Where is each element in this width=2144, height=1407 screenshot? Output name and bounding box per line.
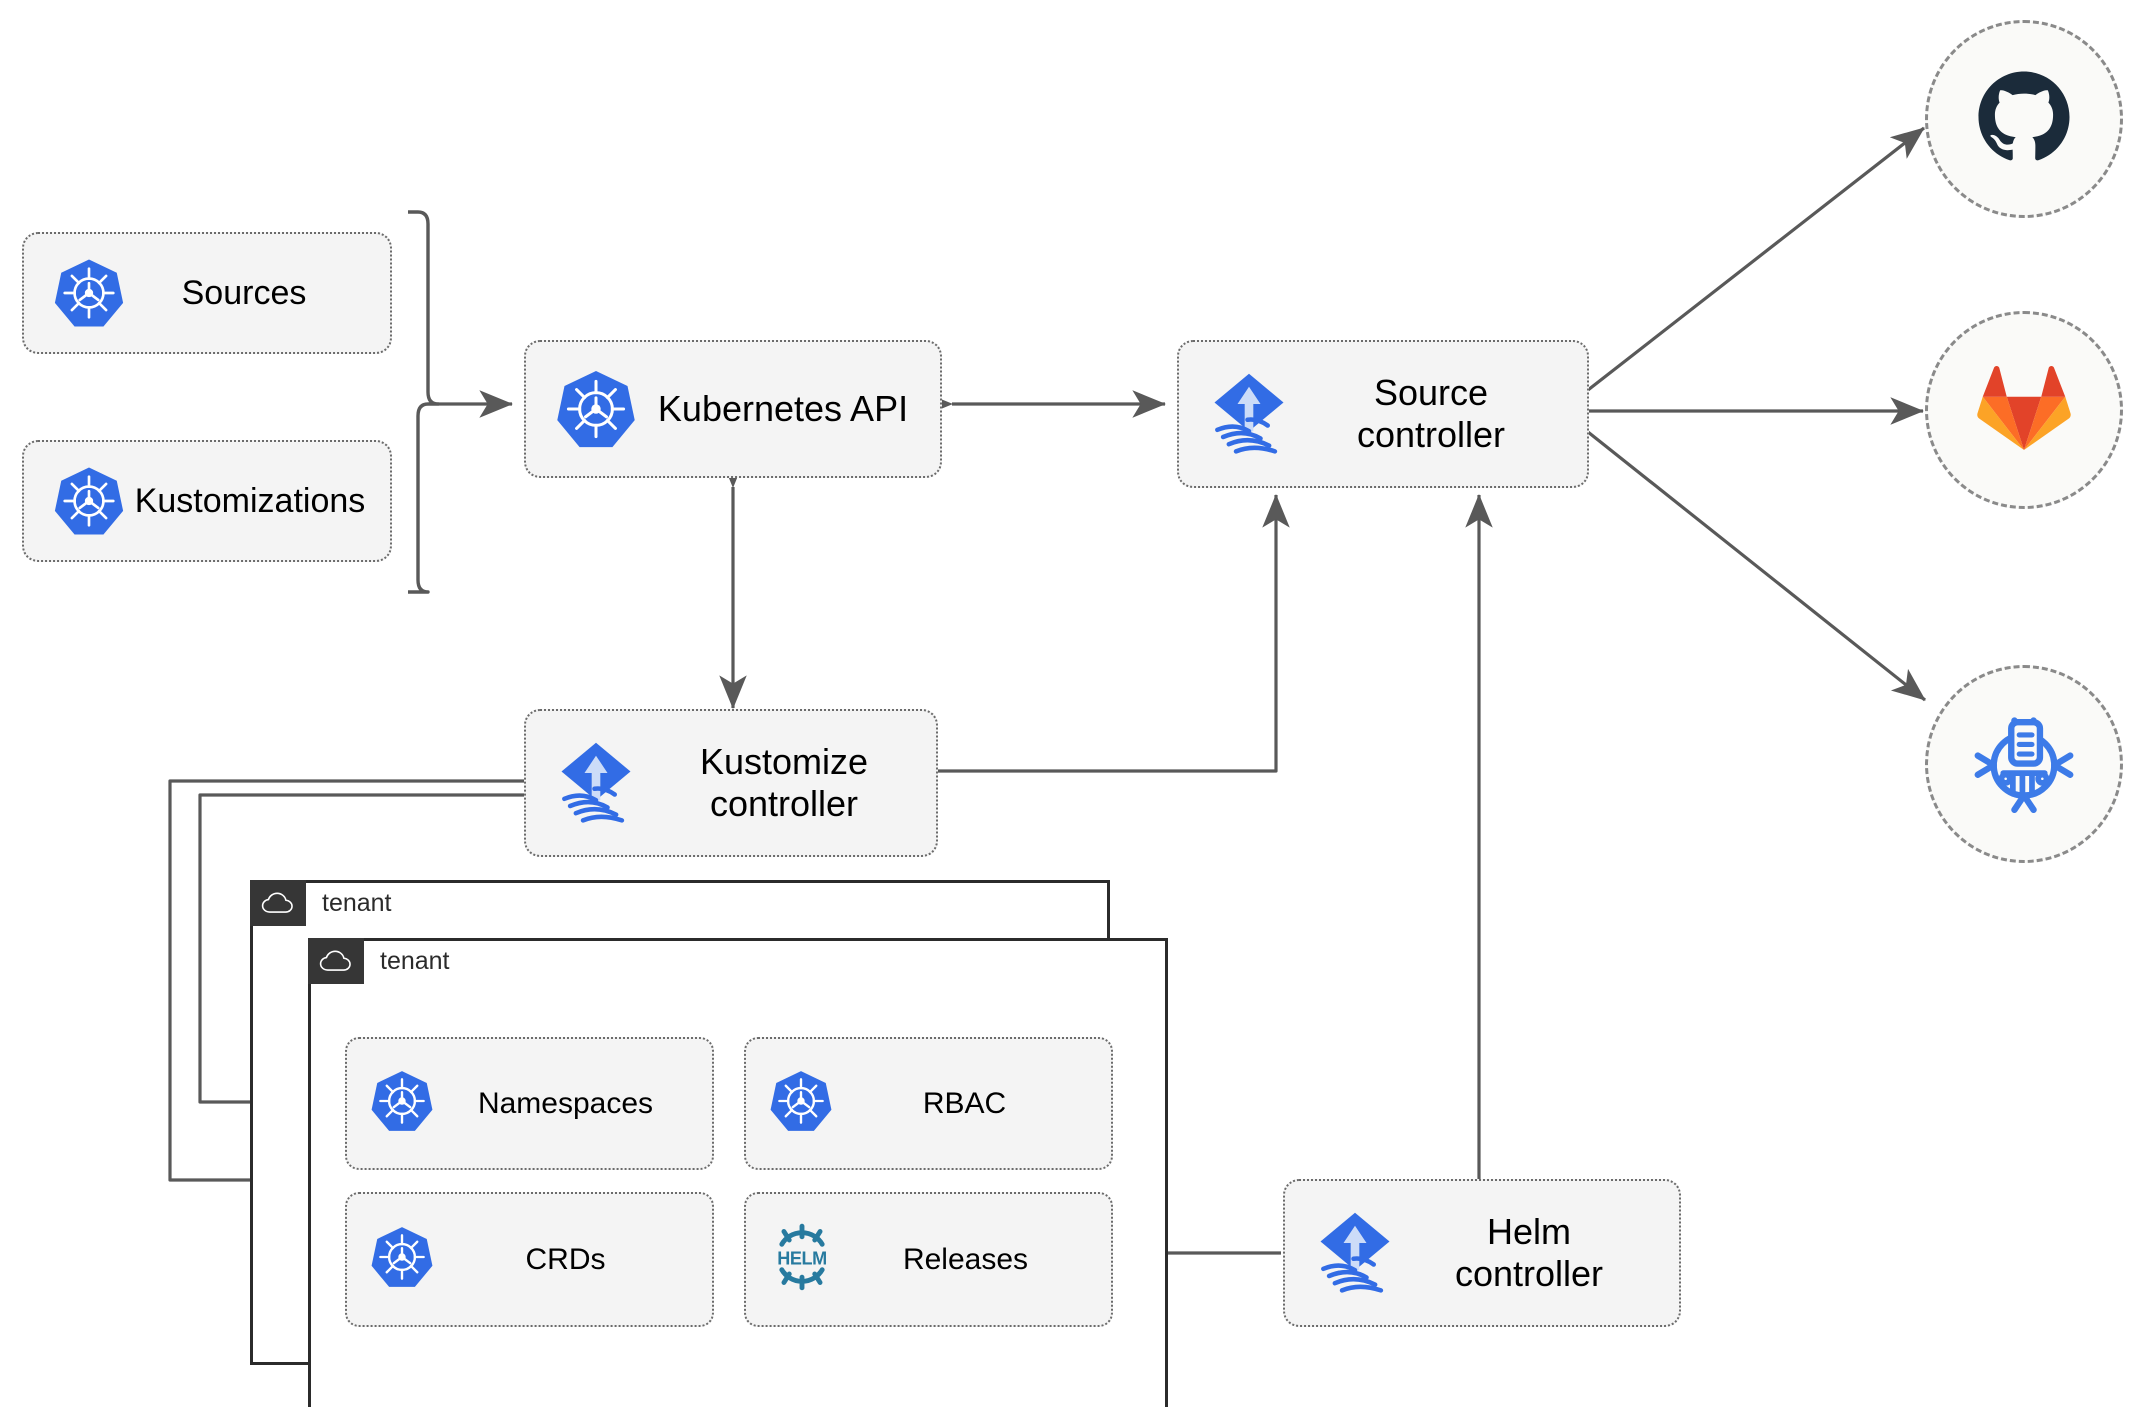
cloud-icon bbox=[250, 880, 306, 926]
edge-source-github bbox=[1587, 126, 1925, 392]
flux-icon bbox=[546, 733, 646, 833]
edge-bracket-to-api bbox=[408, 210, 440, 594]
resource-label: Releases bbox=[902, 1242, 1029, 1276]
provider-github[interactable] bbox=[1925, 20, 2123, 218]
edge-kustomize-source bbox=[938, 494, 1290, 773]
node-label: Helm controller bbox=[1454, 1210, 1604, 1294]
resource-label: RBAC bbox=[922, 1086, 1007, 1120]
kubernetes-icon bbox=[369, 1068, 435, 1139]
svg-text:HELM: HELM bbox=[777, 1248, 826, 1268]
tenant-tab[interactable]: tenant bbox=[308, 938, 450, 984]
resource-crds[interactable]: CRDs bbox=[345, 1192, 714, 1327]
resource-releases[interactable]: HELM Releases bbox=[744, 1192, 1113, 1327]
tenant-container-inner[interactable]: tenant bbox=[308, 938, 1168, 1407]
node-kustomize-controller[interactable]: Kustomize controller bbox=[524, 709, 938, 857]
kubernetes-icon bbox=[46, 458, 132, 544]
resource-namespaces[interactable]: Namespaces bbox=[345, 1037, 714, 1170]
resource-label: Namespaces bbox=[477, 1086, 654, 1120]
node-label: Sources bbox=[181, 273, 307, 312]
helm-icon: HELM bbox=[768, 1223, 836, 1296]
tenant-label: tenant bbox=[322, 888, 392, 917]
github-icon bbox=[1972, 65, 2076, 174]
kubernetes-icon bbox=[548, 361, 644, 457]
resource-rbac[interactable]: RBAC bbox=[744, 1037, 1113, 1170]
helm-registry-icon bbox=[1973, 711, 2075, 818]
provider-container-registry[interactable] bbox=[1925, 665, 2123, 863]
flux-icon bbox=[1199, 364, 1299, 464]
node-source-controller[interactable]: Source controller bbox=[1177, 340, 1589, 488]
kubernetes-icon bbox=[768, 1068, 834, 1139]
gitlab-icon bbox=[1976, 363, 2072, 458]
node-label: Kubernetes API bbox=[657, 387, 909, 429]
provider-gitlab[interactable] bbox=[1925, 311, 2123, 509]
flux-icon bbox=[1305, 1203, 1405, 1303]
tenant-label: tenant bbox=[380, 946, 450, 975]
node-kubernetes-api[interactable]: Kubernetes API bbox=[524, 340, 942, 478]
kubernetes-icon bbox=[369, 1224, 435, 1295]
cloud-icon bbox=[308, 938, 364, 984]
tenant-resource-grid: Namespaces bbox=[345, 1037, 1113, 1327]
edge-source-registry bbox=[1587, 430, 1926, 702]
node-helm-controller[interactable]: Helm controller bbox=[1283, 1179, 1681, 1327]
tenant-tab[interactable]: tenant bbox=[250, 880, 392, 926]
kubernetes-icon bbox=[46, 250, 132, 336]
node-label: Kustomize controller bbox=[699, 740, 869, 824]
node-sources[interactable]: Sources bbox=[22, 232, 392, 354]
node-kustomizations[interactable]: Kustomizations bbox=[22, 440, 392, 562]
node-label: Kustomizations bbox=[134, 481, 366, 520]
node-label: Source controller bbox=[1356, 371, 1506, 455]
resource-label: CRDs bbox=[525, 1242, 606, 1276]
